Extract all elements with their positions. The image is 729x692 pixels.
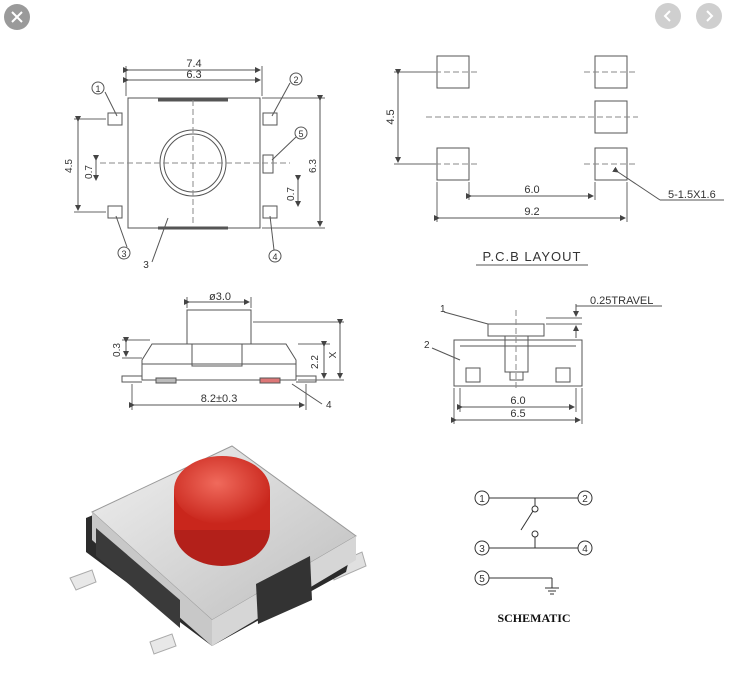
top-pin-1-label: 1 xyxy=(95,84,100,94)
switch-product-photo xyxy=(69,445,367,655)
section-label-2: 2 xyxy=(424,340,430,351)
side-dim-length: 8.2±0.3 xyxy=(201,393,238,405)
section-dim-travel: 0.25TRAVEL xyxy=(590,295,653,307)
next-image-button[interactable] xyxy=(696,3,722,29)
pin-2-outline xyxy=(262,112,278,126)
previous-image-button[interactable] xyxy=(655,3,681,29)
pin-1-outline xyxy=(107,112,123,126)
schematic-pin-1: 1 xyxy=(479,494,485,505)
side-dim-small: 0.3 xyxy=(112,343,123,357)
section-dim-outer: 6.5 xyxy=(510,408,525,420)
pin-5-outline xyxy=(262,154,274,174)
schematic-pin-2: 2 xyxy=(582,494,588,505)
top-part-3-label: 3 xyxy=(143,260,149,271)
section-view xyxy=(431,304,662,424)
section-body xyxy=(453,339,583,387)
top-pin-4-label: 4 xyxy=(272,252,277,262)
schematic-pin-3: 3 xyxy=(479,544,485,555)
chevron-left-icon xyxy=(663,10,671,22)
pcb-layout xyxy=(394,55,724,266)
side-dim-diameter: ø3.0 xyxy=(209,291,231,303)
side-dim-height: 2.2 xyxy=(310,355,321,369)
pcb-dim-vertical: 4.5 xyxy=(385,109,397,124)
dim-gap-right: 0.7 xyxy=(286,187,297,201)
side-body xyxy=(141,343,297,381)
schematic-pin-4: 4 xyxy=(582,544,588,555)
top-pin-3-label: 3 xyxy=(121,249,126,259)
top-pin-5-label: 5 xyxy=(298,129,303,139)
top-pin-2-label: 2 xyxy=(293,75,298,85)
dim-height-right: 6.3 xyxy=(308,159,319,173)
section-label-1: 1 xyxy=(440,304,446,315)
schematic-pin-5: 5 xyxy=(479,574,485,585)
pcb-layout-title: P.C.B LAYOUT xyxy=(483,249,582,264)
schematic-switch-lever xyxy=(520,510,534,531)
section-actuator xyxy=(487,323,545,337)
close-button[interactable] xyxy=(4,4,30,30)
side-view xyxy=(121,297,344,410)
close-icon xyxy=(11,11,23,23)
schematic xyxy=(474,490,593,595)
pcb-dim-outer: 9.2 xyxy=(524,206,539,218)
dim-width-inner: 6.3 xyxy=(186,69,201,81)
schematic-title: SCHEMATIC xyxy=(497,611,570,625)
dim-gap-left: 0.7 xyxy=(84,165,95,179)
pcb-dim-inner: 6.0 xyxy=(524,184,539,196)
dim-height-left: 4.5 xyxy=(64,159,75,173)
dim-width-outer: 7.4 xyxy=(186,58,201,70)
top-view xyxy=(74,66,325,263)
side-part-4-label: 4 xyxy=(326,400,332,411)
pcb-pad-label: 5-1.5X1.6 xyxy=(668,189,716,201)
side-dim-x: X xyxy=(328,351,339,358)
pin-3-outline xyxy=(107,205,123,219)
section-dim-inner: 6.0 xyxy=(510,395,525,407)
chevron-right-icon xyxy=(706,10,714,22)
side-actuator xyxy=(186,309,252,345)
